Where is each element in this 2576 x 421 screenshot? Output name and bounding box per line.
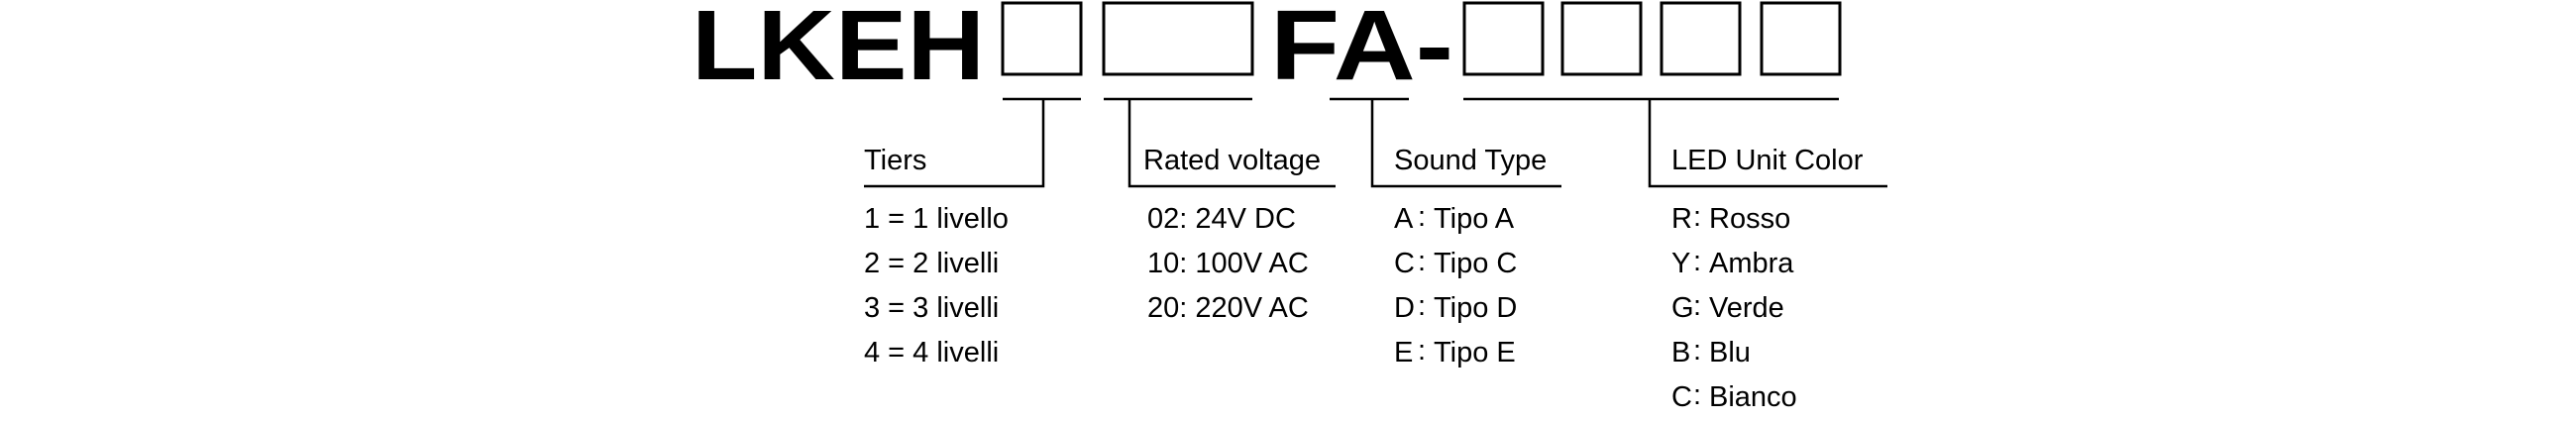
sound-type-label: Tipo D <box>1434 292 1517 324</box>
code-separator: : <box>1418 201 1426 233</box>
tiers-option: 4 = 4 livelli <box>864 337 999 368</box>
led-color-slot-1 <box>1560 1 1643 76</box>
tiers-option: 3 = 3 livelli <box>864 292 999 324</box>
sound-type-code: D <box>1394 292 1415 324</box>
led-color-code: C <box>1671 381 1692 413</box>
sound-type-code: A <box>1394 203 1414 235</box>
code-separator: : <box>1693 290 1701 322</box>
led-color-label: Blu <box>1709 337 1751 368</box>
led-color-label: Bianco <box>1709 381 1797 413</box>
tiers-leader <box>864 99 1045 188</box>
code-separator: : <box>1418 246 1426 277</box>
rated-voltage-option: 10: 100V AC <box>1147 248 1309 279</box>
led-color-code: G <box>1671 292 1694 324</box>
tiers-slot <box>1001 1 1083 76</box>
led-color-slot-2 <box>1660 1 1742 76</box>
rated-voltage-option: 02: 24V DC <box>1147 203 1296 235</box>
code-separator: : <box>1693 335 1701 367</box>
led-color-code: B <box>1671 337 1690 368</box>
rated-voltage-heading: Rated voltage <box>1143 145 1321 176</box>
code-separator: : <box>1418 335 1426 367</box>
part-number-middle: FA- <box>1270 0 1453 101</box>
sound-type-label: Tipo C <box>1434 248 1517 279</box>
sound-type-leader <box>1370 99 1561 188</box>
led-color-label: Rosso <box>1709 203 1790 235</box>
sound-type-heading: Sound Type <box>1394 145 1547 176</box>
led-color-slot-3 <box>1760 1 1842 76</box>
code-separator: : <box>1693 201 1701 233</box>
sound-type-label: Tipo A <box>1434 203 1515 235</box>
code-separator: : <box>1693 246 1701 277</box>
code-separator: : <box>1693 379 1701 411</box>
led-color-code: R <box>1671 203 1692 235</box>
tiers-option: 2 = 2 livelli <box>864 248 999 279</box>
part-number-prefix: LKEH <box>692 0 985 101</box>
led-color-leader <box>1648 99 1887 188</box>
led-color-code: Y <box>1671 248 1690 279</box>
tiers-heading: Tiers <box>864 145 926 176</box>
rated-voltage-option: 20: 220V AC <box>1147 292 1309 324</box>
rated-voltage-leader <box>1127 99 1336 188</box>
tiers-option: 1 = 1 livello <box>864 203 1009 235</box>
led-color-label: Verde <box>1709 292 1784 324</box>
led-color-label: Ambra <box>1709 248 1794 279</box>
led-color-heading: LED Unit Color <box>1671 145 1864 176</box>
sound-type-label: Tipo E <box>1434 337 1516 368</box>
code-separator: : <box>1418 290 1426 322</box>
sound-type-code: C <box>1394 248 1415 279</box>
sound-type-code: E <box>1394 337 1413 368</box>
sound-type-slot <box>1462 1 1545 76</box>
rated-voltage-slot <box>1102 1 1254 76</box>
